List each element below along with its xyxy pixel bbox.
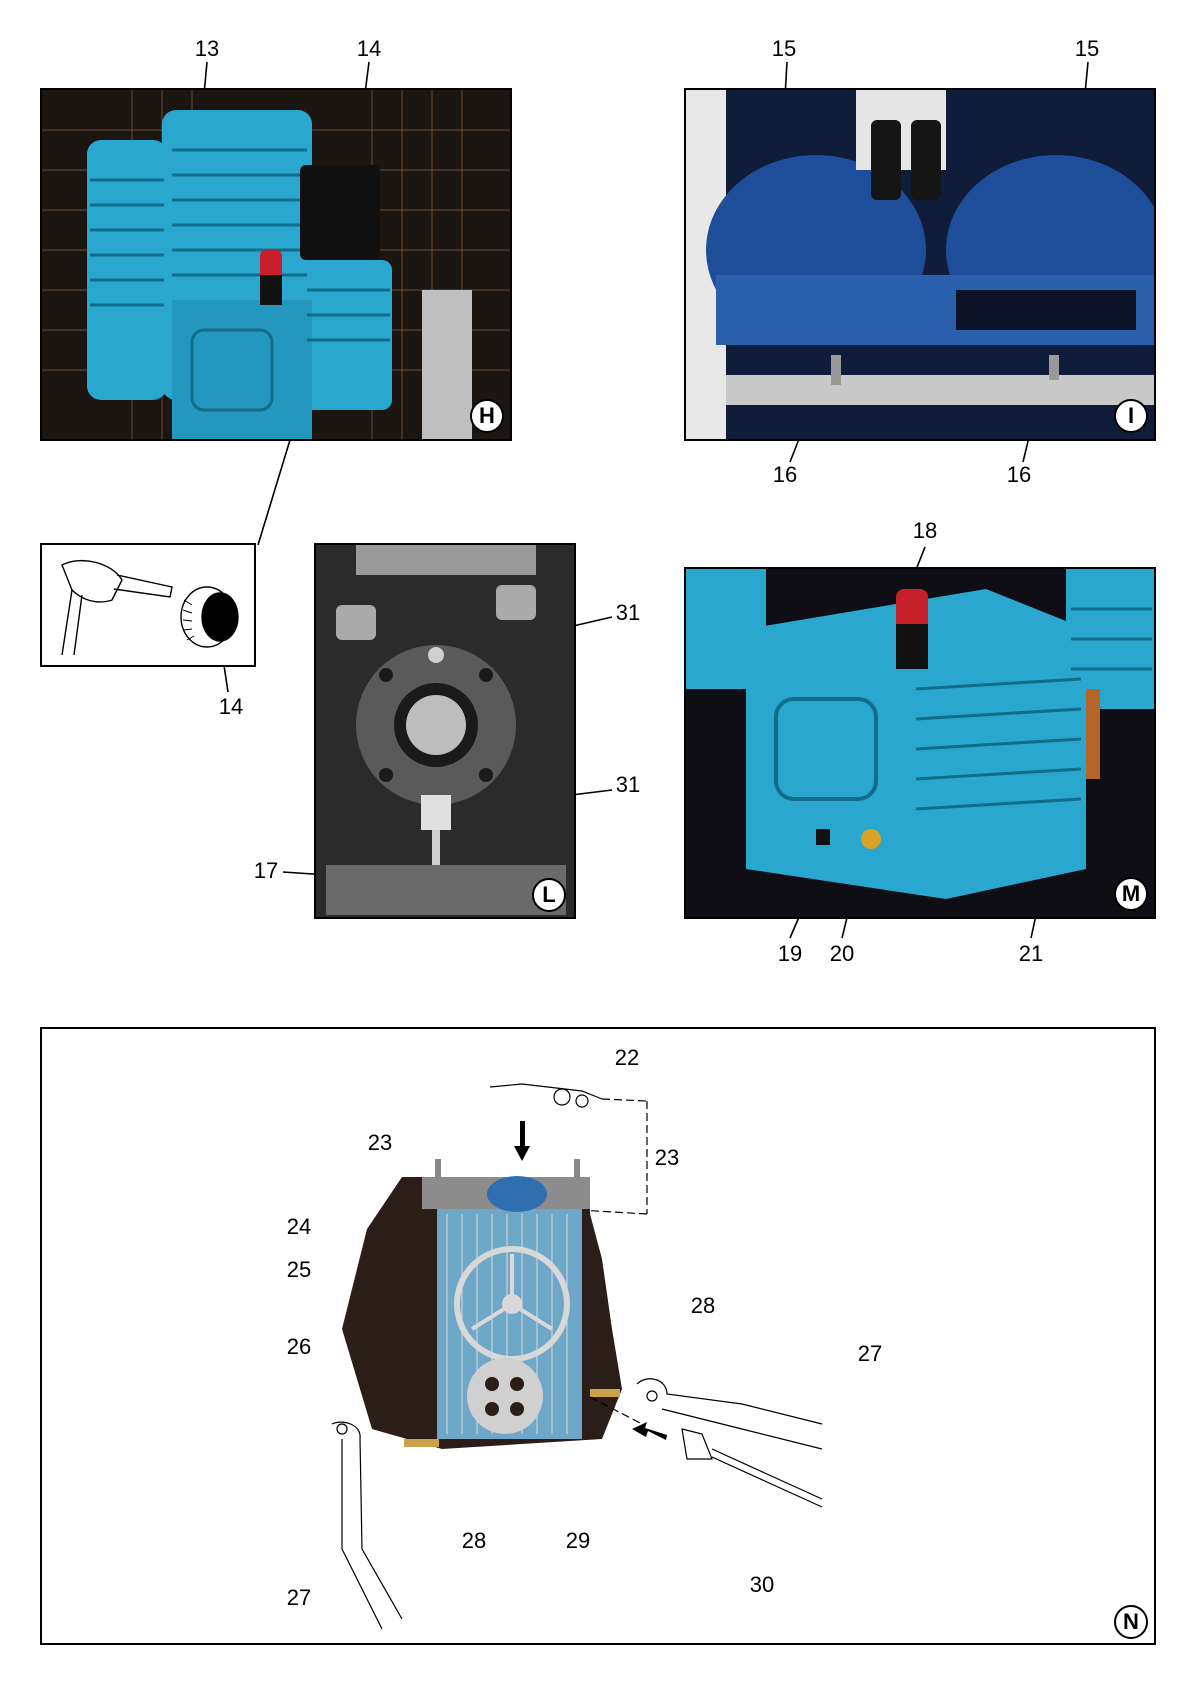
callout-20: 20: [830, 943, 854, 965]
callout-17: 17: [254, 860, 278, 882]
callout-28-left: 28: [462, 1530, 486, 1552]
callout-18: 18: [913, 520, 937, 542]
filter-cleaning-inset: [40, 543, 256, 667]
crankcase-illustration: [686, 569, 1154, 917]
callout-19: 19: [778, 943, 802, 965]
photo-panel-h: H: [40, 88, 512, 441]
callout-26: 26: [287, 1336, 311, 1358]
callout-28-right: 28: [691, 1295, 715, 1317]
panel-badge-i: I: [1114, 399, 1148, 433]
panel-badge-h: H: [470, 399, 504, 433]
photo-panel-i: I: [684, 88, 1156, 441]
photo-panel-l: L: [314, 543, 576, 919]
callout-31-upper: 31: [616, 602, 640, 624]
callout-27-left: 27: [287, 1587, 311, 1609]
callout-15-left: 15: [772, 38, 796, 60]
air-tanks-illustration: [686, 90, 1154, 439]
callout-31-lower: 31: [616, 774, 640, 796]
assembly-diagram-panel-n: N: [40, 1027, 1156, 1645]
callout-16-right: 16: [1007, 464, 1031, 486]
callout-21: 21: [1019, 943, 1043, 965]
pulley-bearing-illustration: [316, 545, 574, 917]
callout-15-right: 15: [1075, 38, 1099, 60]
callout-22: 22: [615, 1047, 639, 1069]
air-gun-filter-drawing: [42, 545, 254, 665]
callout-24: 24: [287, 1216, 311, 1238]
callout-30: 30: [750, 1574, 774, 1596]
panel-badge-m: M: [1114, 877, 1148, 911]
callout-25: 25: [287, 1259, 311, 1281]
panel-badge-l: L: [532, 878, 566, 912]
photo-panel-m: M: [684, 567, 1156, 919]
callout-14-inset: 14: [219, 696, 243, 718]
cooler-assembly-drawing: [42, 1029, 1154, 1643]
callout-23-right: 23: [655, 1147, 679, 1169]
compressor-head-illustration: [42, 90, 510, 439]
panel-badge-n: N: [1114, 1605, 1148, 1639]
callout-14-top: 14: [357, 38, 381, 60]
callout-27-right: 27: [858, 1343, 882, 1365]
callout-16-left: 16: [773, 464, 797, 486]
callout-23-left: 23: [368, 1132, 392, 1154]
callout-29: 29: [566, 1530, 590, 1552]
callout-13: 13: [195, 38, 219, 60]
